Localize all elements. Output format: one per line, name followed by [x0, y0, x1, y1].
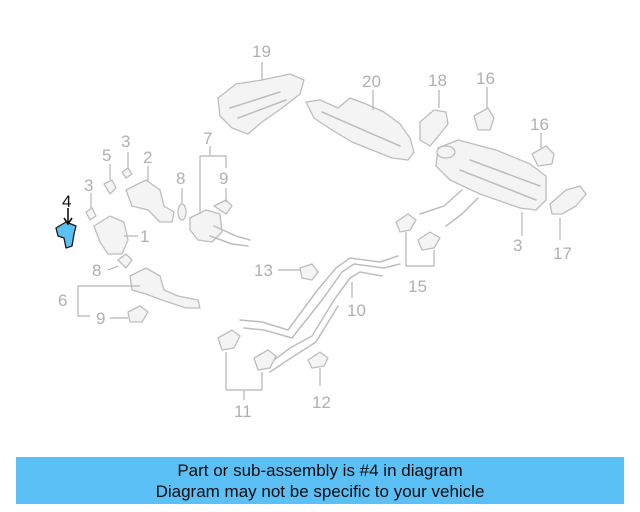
- part-11-clamps: [217, 329, 277, 371]
- callout-17: 17: [553, 244, 572, 263]
- callout-8b: 8: [92, 261, 101, 280]
- callout-12: 12: [312, 393, 331, 412]
- part-2-catalytic-converter: [125, 179, 175, 223]
- leader-11: [225, 352, 263, 400]
- callout-19: 19: [252, 42, 271, 61]
- callout-18: 18: [428, 71, 447, 90]
- part-15-clamps: [395, 213, 441, 251]
- part-5-sensor: [103, 179, 117, 195]
- callout-4: 4: [62, 192, 71, 211]
- part-14-rear-muffler: [419, 139, 547, 227]
- callout-9a: 9: [219, 169, 228, 188]
- leader-7: [199, 146, 227, 214]
- part-1-manifold: [93, 215, 129, 255]
- part-16-hanger-upper: [473, 107, 495, 131]
- part-6-front-pipe-cat: [117, 253, 201, 309]
- callout-8a: 8: [176, 169, 185, 188]
- callout-1: 1: [140, 227, 149, 246]
- part-13-hanger: [299, 263, 319, 281]
- part-19-heat-shield: [217, 73, 305, 135]
- callout-16b: 16: [530, 115, 549, 134]
- leader-8b: [107, 265, 119, 271]
- part-16-hanger-right: [531, 145, 555, 167]
- part-9-clamp-lower: [127, 305, 149, 323]
- part-4-highlighted[interactable]: [55, 221, 77, 249]
- callout-10: 10: [347, 301, 366, 320]
- callout-15: 15: [408, 277, 427, 296]
- callout-16a: 16: [476, 69, 495, 88]
- banner-line-2: Diagram may not be specific to your vehi…: [155, 482, 485, 501]
- part-7-front-pipe: [189, 199, 251, 247]
- callout-20: 20: [362, 72, 381, 91]
- callout-5: 5: [102, 146, 111, 165]
- part-10-intermediate-pipe: [239, 255, 401, 373]
- leader-6: [77, 285, 140, 317]
- callout-11: 11: [234, 402, 252, 421]
- callout-3b: 3: [84, 176, 93, 195]
- info-banner: Part or sub-assembly is #4 in diagram Di…: [16, 457, 624, 504]
- part-20-heat-shield: [305, 97, 415, 161]
- callout-3a: 3: [121, 132, 130, 151]
- leader-4: [63, 208, 73, 226]
- callout-9b: 9: [96, 309, 105, 328]
- part-3-upper: [121, 167, 133, 179]
- part-8-gasket-upper: [177, 203, 187, 221]
- callout-2: 2: [143, 148, 152, 167]
- part-12-hanger: [307, 351, 329, 369]
- callout-14: 3: [513, 236, 522, 255]
- part-18-bracket: [419, 109, 449, 147]
- banner-line-1: Part or sub-assembly is #4 in diagram: [177, 461, 463, 480]
- part-3-lower: [85, 207, 97, 221]
- callout-7: 7: [203, 129, 212, 148]
- callout-6: 6: [58, 291, 67, 310]
- callout-13: 13: [254, 261, 273, 280]
- leader-15: [405, 232, 435, 267]
- part-17-tail-pipe: [549, 185, 587, 215]
- exhaust-system-diagram: 19 20 18 16 16 3 17 15: [55, 42, 587, 421]
